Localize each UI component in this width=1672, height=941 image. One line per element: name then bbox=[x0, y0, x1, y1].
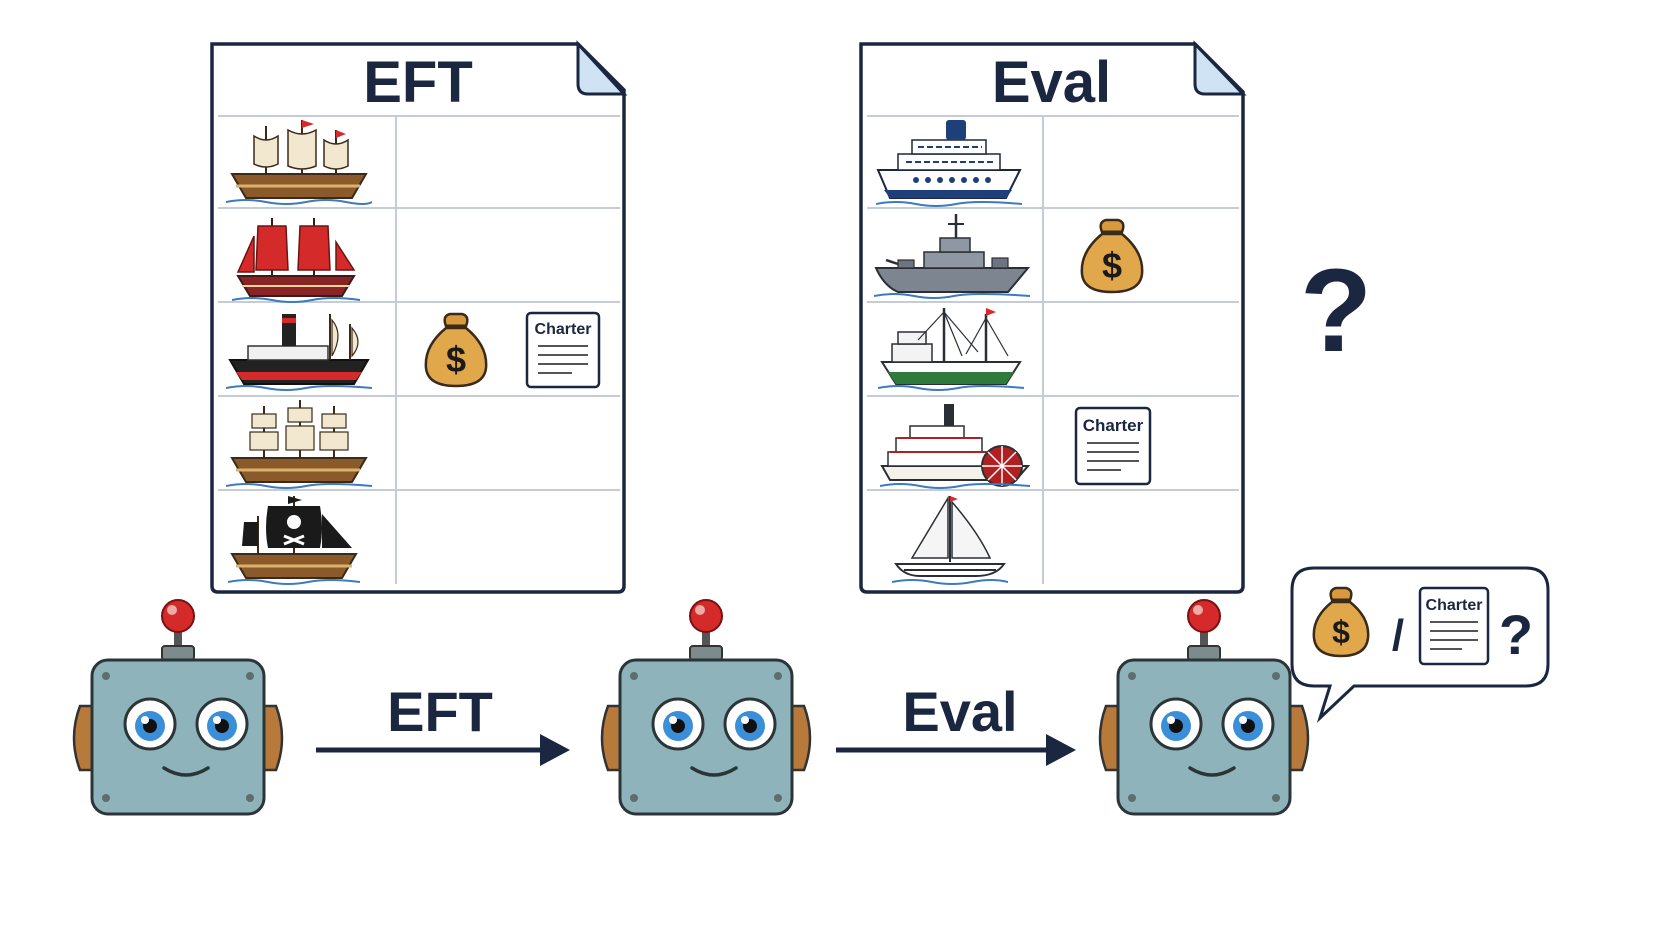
eft-document-title: EFT bbox=[363, 50, 473, 115]
speech-bubble: $ / Charter ? bbox=[1288, 564, 1552, 729]
galleon-ship-icon bbox=[226, 120, 372, 205]
svg-text:$: $ bbox=[1332, 614, 1350, 650]
sailboat-icon bbox=[892, 495, 1008, 585]
bubble-separator: / bbox=[1392, 611, 1404, 660]
charter-label: Charter bbox=[535, 321, 592, 338]
paddle-steamer-icon bbox=[880, 404, 1030, 489]
fishing-trawler-icon bbox=[878, 308, 1024, 391]
steam-sail-ship-icon bbox=[226, 314, 372, 391]
pirate-ship-icon bbox=[228, 496, 360, 585]
money-bag-icon: $ bbox=[424, 312, 488, 388]
eft-arrow-label: EFT bbox=[387, 680, 493, 743]
charter-document-icon: Charter bbox=[1418, 586, 1490, 666]
question-mark: ? bbox=[1300, 245, 1373, 377]
eval-arrow bbox=[836, 734, 1076, 766]
robot-evaluated-icon bbox=[1098, 599, 1310, 816]
svg-text:$: $ bbox=[446, 339, 466, 380]
robot-after-eft-icon bbox=[600, 599, 812, 816]
cruise-ship-icon bbox=[876, 120, 1022, 207]
eval-document-title: Eval bbox=[991, 50, 1112, 115]
red-sail-brig-icon bbox=[232, 218, 360, 303]
charter-document-icon: Charter bbox=[1073, 405, 1153, 492]
charter-label: Charter bbox=[1083, 416, 1144, 435]
bubble-question-mark: ? bbox=[1499, 603, 1533, 666]
eval-arrow-label: Eval bbox=[902, 680, 1018, 743]
charter-label: Charter bbox=[1426, 597, 1483, 614]
tall-ship-icon bbox=[226, 400, 372, 489]
charter-document-icon: Charter bbox=[524, 310, 602, 395]
eft-arrow bbox=[316, 734, 570, 766]
svg-text:$: $ bbox=[1102, 245, 1122, 286]
money-bag-icon: $ bbox=[1080, 218, 1144, 294]
robot-base-icon bbox=[72, 599, 284, 816]
warship-icon bbox=[874, 214, 1030, 299]
money-bag-icon: $ bbox=[1312, 586, 1370, 658]
